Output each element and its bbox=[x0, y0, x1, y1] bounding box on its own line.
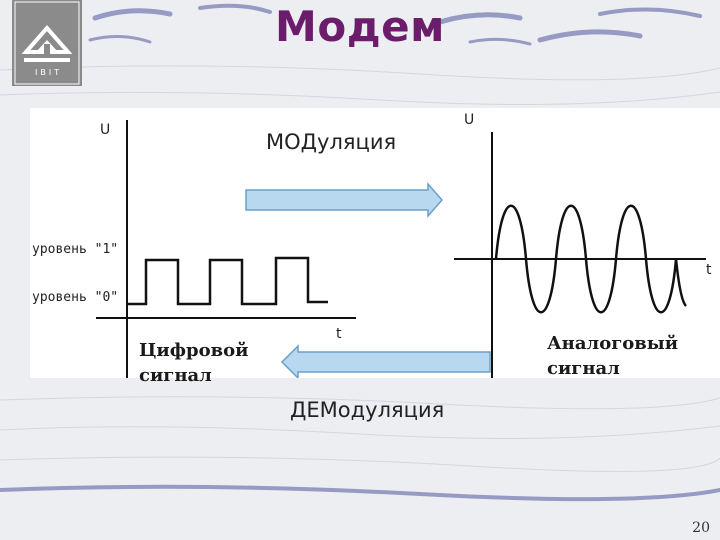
logo: IBIT bbox=[12, 0, 82, 86]
house-logo-icon bbox=[14, 1, 80, 85]
analog-caption-line2: сигнал bbox=[547, 358, 620, 379]
digital-caption-line1: Цифровой bbox=[139, 340, 249, 361]
modulation-arrow bbox=[245, 182, 443, 218]
analog-signal-caption: Аналоговый сигнал bbox=[547, 331, 678, 381]
digital-signal-wave bbox=[128, 256, 328, 306]
modem-diagram bbox=[96, 120, 706, 380]
digital-caption-line2: сигнал bbox=[139, 365, 212, 386]
digital-y-axis-label: U bbox=[100, 122, 111, 138]
digital-signal-caption: Цифровой сигнал bbox=[139, 338, 248, 388]
analog-x-axis-label: t bbox=[706, 262, 712, 278]
level-0-label: уровень "0" bbox=[32, 290, 119, 305]
demodulation-arrow bbox=[280, 344, 491, 380]
page-title: Модем bbox=[275, 2, 445, 51]
digital-x-axis-label: t bbox=[336, 326, 342, 342]
logo-text: IBIT bbox=[35, 68, 63, 77]
diagram-panel: U t уровень "1" уровень "0" U t bbox=[30, 108, 720, 380]
level-1-label: уровень "1" bbox=[32, 242, 119, 257]
demodulation-label: ДЕМодуляция bbox=[290, 398, 445, 422]
modulation-label: МОДуляция bbox=[266, 130, 397, 154]
analog-signal-wave bbox=[494, 204, 687, 314]
analog-y-axis-label: U bbox=[464, 112, 475, 128]
analog-caption-line1: Аналоговый bbox=[547, 333, 679, 354]
page-number: 20 bbox=[692, 520, 710, 536]
